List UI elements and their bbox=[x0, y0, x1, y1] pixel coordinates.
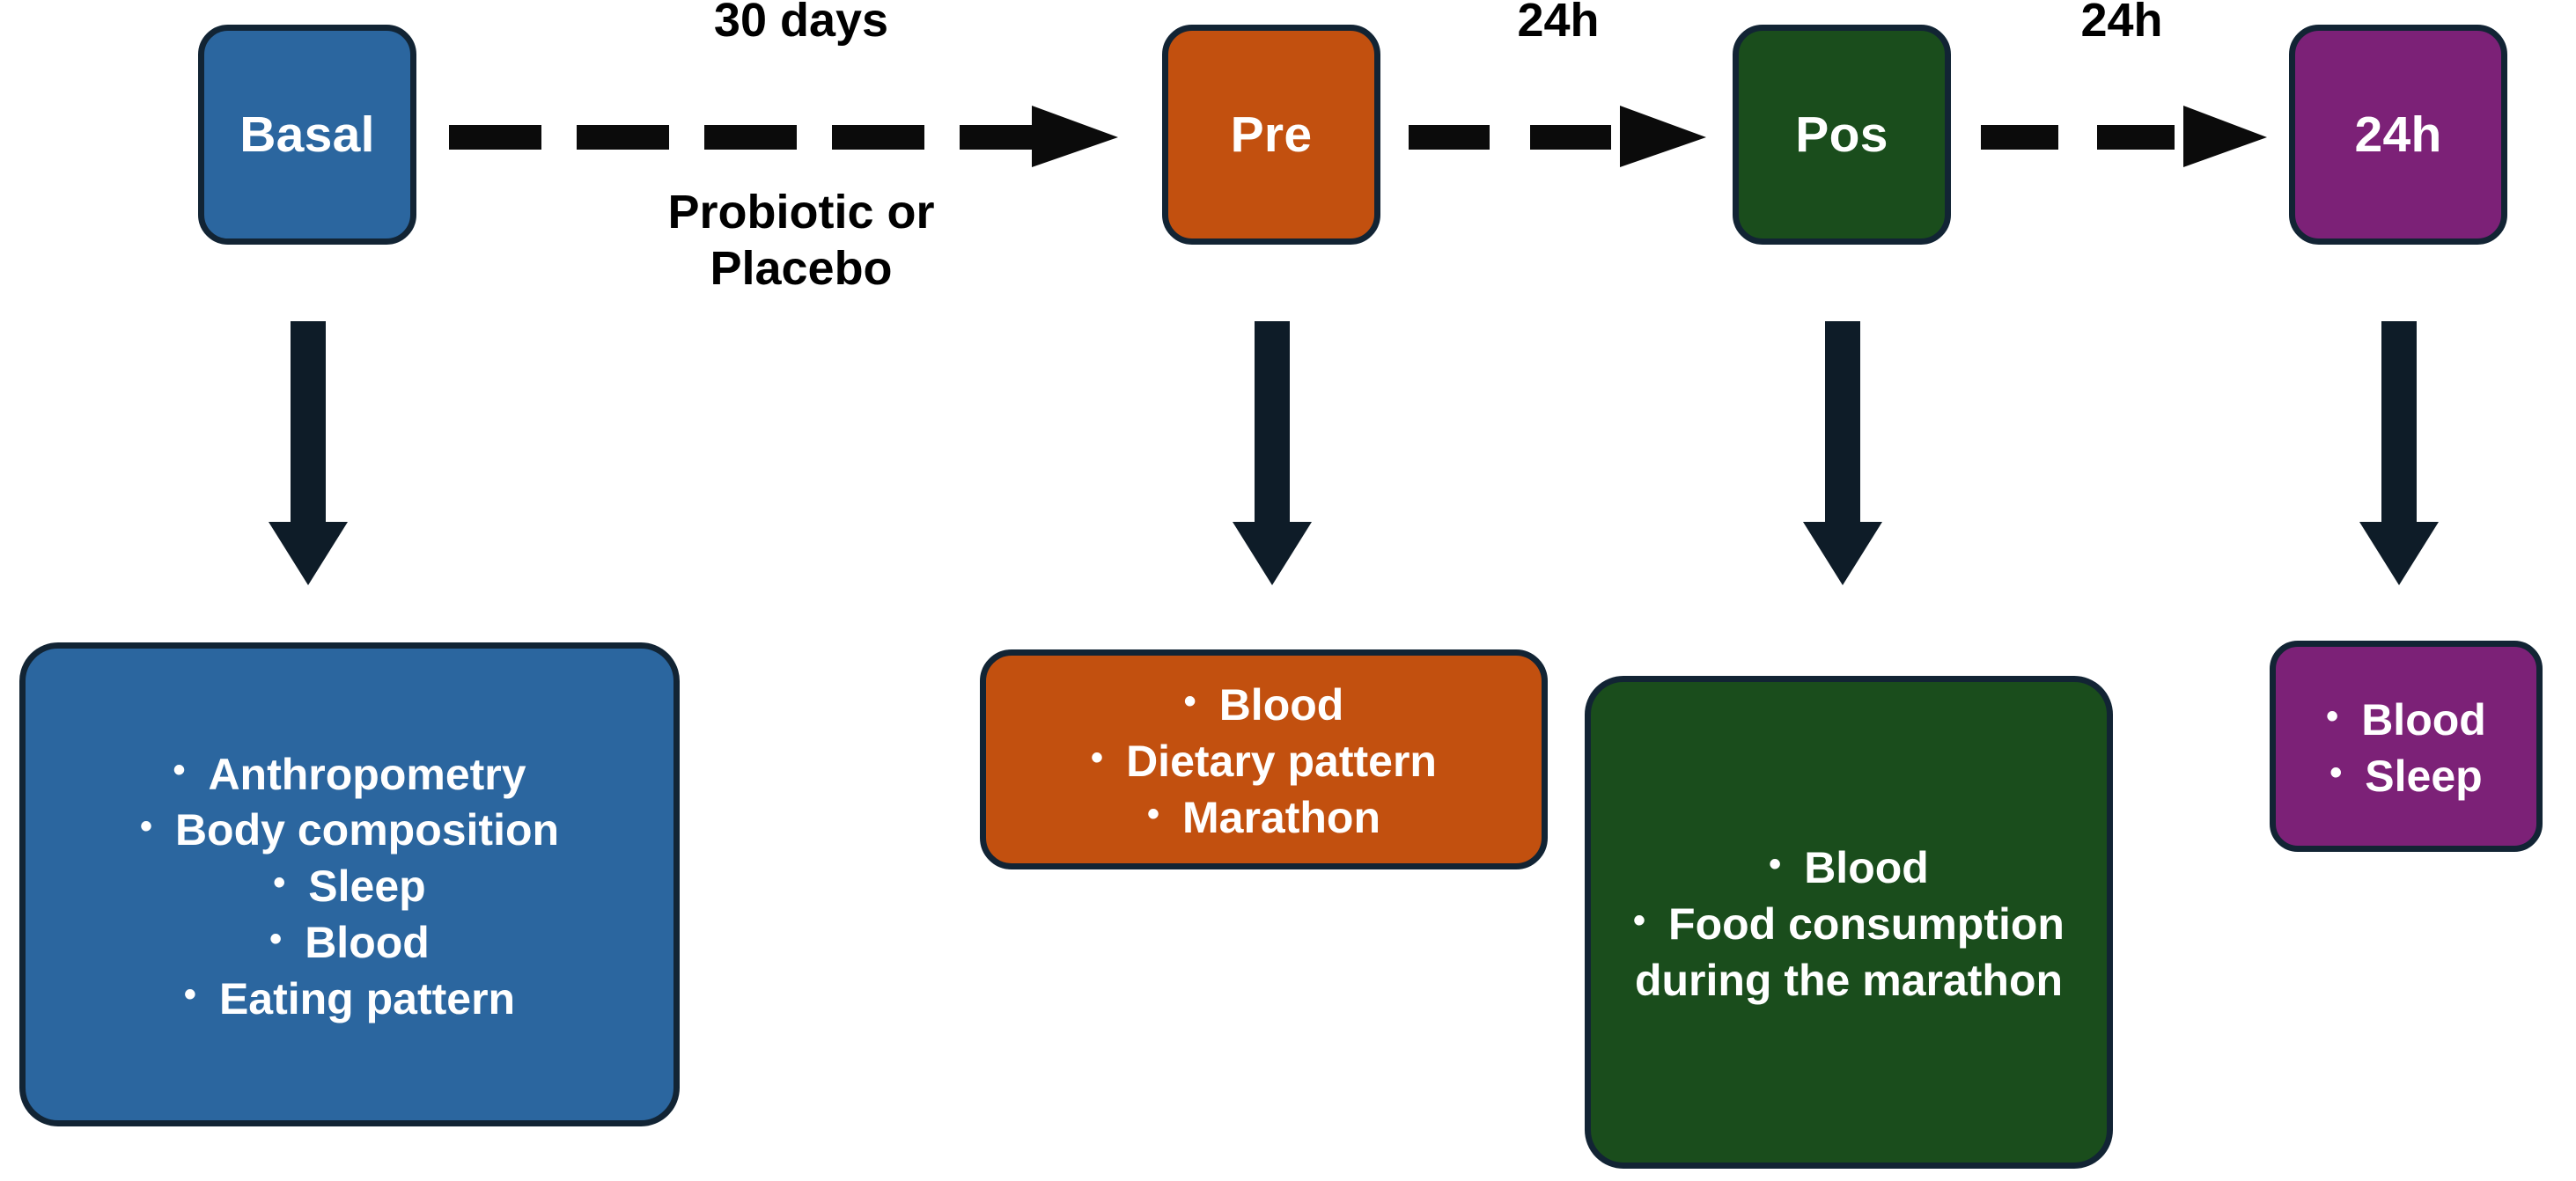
bullet-icon: • bbox=[173, 751, 186, 790]
bullet-icon: • bbox=[2326, 697, 2339, 736]
list-item: •Blood bbox=[2326, 695, 2486, 745]
timepoint-label-basal: Basal bbox=[239, 106, 375, 163]
bullet-icon: • bbox=[2329, 752, 2343, 792]
assessment-list-pre: •Blood •Dietary pattern •Marathon bbox=[998, 675, 1529, 843]
dashed-arrow-pre-to-pos bbox=[1409, 106, 1726, 167]
connector-label-probiotic-or-placebo: Probiotic or Placebo bbox=[667, 186, 935, 295]
list-item: •Dietary pattern bbox=[1091, 736, 1437, 786]
connector-label-30-days: 30 days bbox=[713, 0, 889, 47]
timepoint-node-pos[interactable]: Pos bbox=[1733, 25, 1951, 245]
list-item: •Blood bbox=[269, 917, 430, 967]
down-arrow-24h bbox=[2351, 321, 2447, 585]
list-item: •Food consumption during the marathon bbox=[1633, 899, 2064, 1005]
list-item: •Sleep bbox=[2329, 751, 2483, 801]
dashed-arrow-basal-to-pre bbox=[449, 106, 1153, 167]
timepoint-label-24h: 24h bbox=[2354, 106, 2442, 163]
bullet-icon: • bbox=[1091, 737, 1104, 777]
connector-label-24h-pre-to-pos: 24h bbox=[1517, 0, 1600, 47]
assessment-box-24h[interactable]: •Blood •Sleep bbox=[2270, 641, 2543, 852]
assessment-list-pos: •Blood •Food consumption during the mara… bbox=[1580, 838, 2117, 1006]
list-item: •Blood bbox=[1183, 680, 1344, 730]
assessment-box-pre[interactable]: •Blood •Dietary pattern •Marathon bbox=[980, 649, 1548, 869]
bullet-icon: • bbox=[1769, 845, 1782, 884]
timepoint-node-pre[interactable]: Pre bbox=[1162, 25, 1380, 245]
list-item: •Eating pattern bbox=[183, 973, 516, 1023]
bullet-icon: • bbox=[183, 975, 196, 1015]
assessment-list-24h: •Blood •Sleep bbox=[2288, 690, 2524, 803]
connector-label-24h-pos-to-24h: 24h bbox=[2080, 0, 2163, 47]
bullet-icon: • bbox=[1633, 900, 1646, 940]
assessment-list-basal: •Anthropometry •Body composition •Sleep … bbox=[38, 745, 661, 1025]
assessment-box-pos[interactable]: •Blood •Food consumption during the mara… bbox=[1585, 676, 2113, 1169]
bullet-icon: • bbox=[269, 919, 283, 958]
timepoint-label-pos: Pos bbox=[1795, 106, 1888, 163]
bullet-icon: • bbox=[273, 862, 286, 902]
dashed-arrow-pos-to-24h bbox=[1981, 106, 2285, 167]
assessment-box-basal[interactable]: •Anthropometry •Body composition •Sleep … bbox=[19, 642, 680, 1126]
list-item: •Marathon bbox=[1146, 792, 1380, 842]
timepoint-node-24h[interactable]: 24h bbox=[2289, 25, 2507, 245]
down-arrow-pre bbox=[1224, 321, 1321, 585]
down-arrow-pos bbox=[1794, 321, 1891, 585]
bullet-icon: • bbox=[1183, 682, 1196, 722]
list-item: •Blood bbox=[1769, 843, 1929, 893]
timepoint-node-basal[interactable]: Basal bbox=[198, 25, 416, 245]
timepoint-label-pre: Pre bbox=[1230, 106, 1313, 163]
down-arrow-basal bbox=[260, 321, 357, 585]
list-item: •Anthropometry bbox=[173, 749, 526, 799]
bullet-icon: • bbox=[139, 807, 152, 847]
list-item: •Body composition bbox=[139, 805, 560, 855]
list-item: •Sleep bbox=[273, 861, 426, 911]
bullet-icon: • bbox=[1146, 794, 1159, 833]
